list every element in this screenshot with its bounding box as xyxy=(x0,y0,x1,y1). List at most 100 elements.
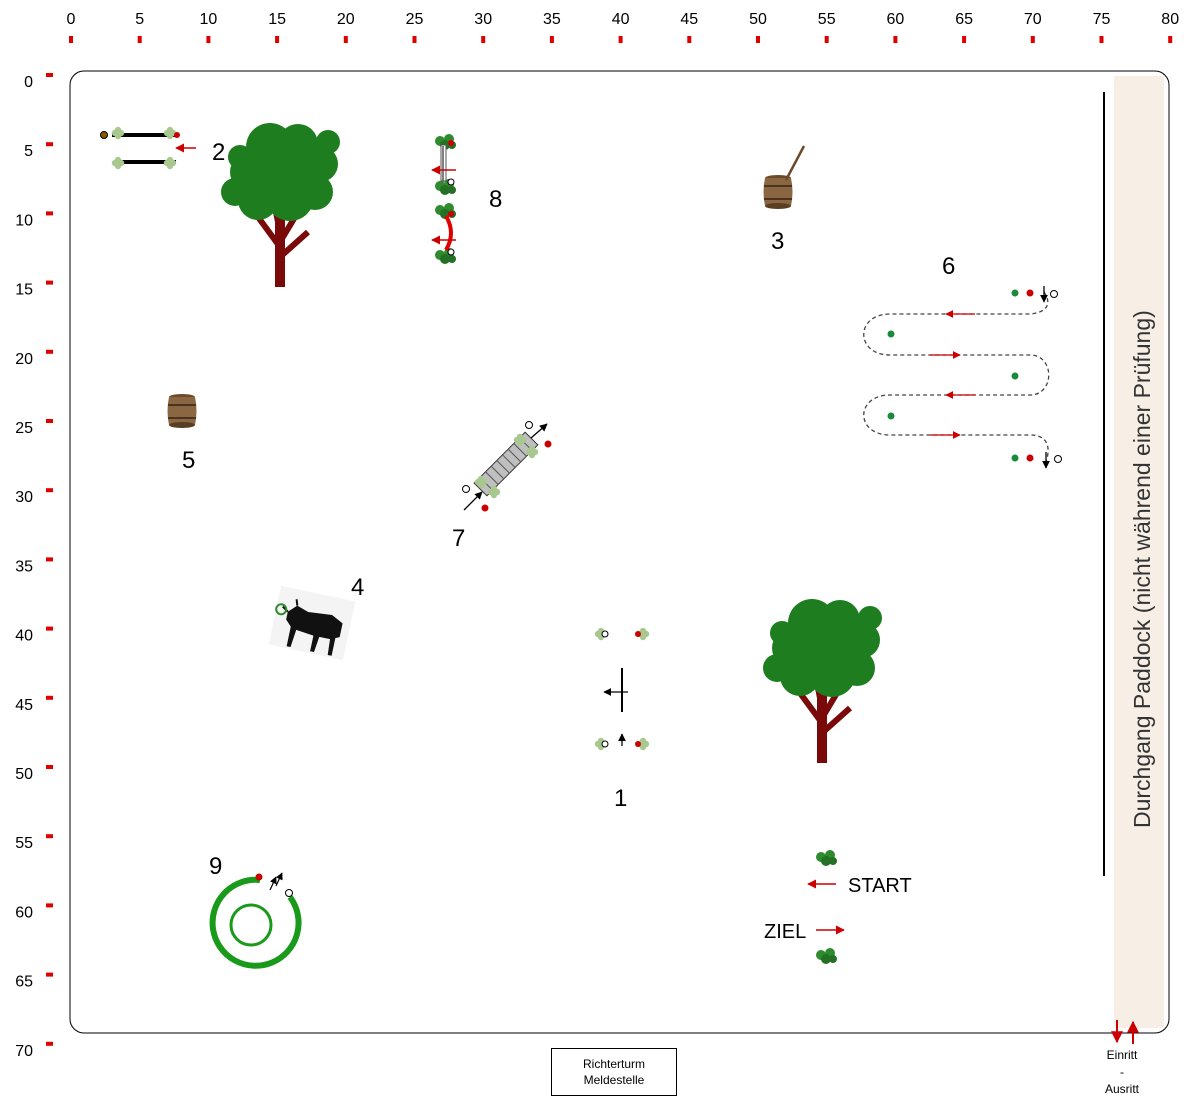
obstacle-number: 8 xyxy=(489,186,502,213)
x-tick-label: 70 xyxy=(1024,11,1042,28)
obstacle-number: 2 xyxy=(212,139,225,166)
x-tick-mark xyxy=(481,36,485,43)
barrel-icon xyxy=(168,394,197,428)
x-tick-mark xyxy=(619,36,623,43)
y-tick-mark xyxy=(46,973,53,977)
x-tick-mark xyxy=(69,36,73,43)
x-tick-label: 80 xyxy=(1161,11,1179,28)
y-tick-mark xyxy=(46,488,53,492)
x-tick-label: 55 xyxy=(818,11,836,28)
y-tick-label: 40 xyxy=(15,628,33,645)
y-tick-label: 70 xyxy=(15,1043,33,1060)
entrance-line3: Ausritt xyxy=(1090,1081,1154,1098)
x-tick-mark xyxy=(206,36,210,43)
y-tick-mark xyxy=(46,350,53,354)
x-tick-mark xyxy=(893,36,897,43)
y-tick-label: 15 xyxy=(15,282,33,299)
arena-border xyxy=(70,71,1169,1033)
obstacle-number: 3 xyxy=(771,228,784,255)
y-tick-mark xyxy=(46,627,53,631)
x-tick-label: 25 xyxy=(406,11,424,28)
y-tick-mark xyxy=(46,557,53,561)
judge-box-line2: Meldestelle xyxy=(584,1072,645,1088)
bush-icon xyxy=(816,850,837,866)
obstacle-number: 7 xyxy=(452,525,465,552)
obstacle-number: 5 xyxy=(182,447,195,474)
entrance-line1: Einritt xyxy=(1090,1047,1154,1064)
y-tick-label: 50 xyxy=(15,766,33,783)
x-tick-label: 30 xyxy=(474,11,492,28)
y-tick-mark xyxy=(46,211,53,215)
x-tick-label: 50 xyxy=(749,11,767,28)
x-tick-mark xyxy=(413,36,417,43)
x-tick-label: 40 xyxy=(612,11,630,28)
y-tick-mark xyxy=(46,834,53,838)
bull-icon xyxy=(269,586,356,660)
y-tick-label: 30 xyxy=(15,489,33,506)
finish-label: ZIEL xyxy=(764,921,806,943)
paddock-label: Durchgang Paddock (nicht während einer P… xyxy=(1129,310,1155,828)
obstacle-number: 6 xyxy=(942,253,955,280)
obstacle-3-barrel xyxy=(764,146,805,209)
tree-icon xyxy=(221,123,340,287)
bush-icon xyxy=(816,948,837,964)
y-tick-mark xyxy=(46,419,53,423)
judge-box-line1: Richterturm xyxy=(583,1056,645,1072)
y-tick-label: 20 xyxy=(15,351,33,368)
x-tick-mark xyxy=(1168,36,1172,43)
y-tick-mark xyxy=(46,281,53,285)
obstacle-2-poles xyxy=(101,127,197,169)
x-tick-label: 45 xyxy=(680,11,698,28)
obstacle-9-circle xyxy=(213,873,299,966)
y-tick-mark xyxy=(46,903,53,907)
y-tick-mark xyxy=(46,73,53,77)
entrance-line2: - xyxy=(1090,1064,1154,1081)
obstacle-number: 9 xyxy=(209,853,222,880)
obstacle-6-slalom xyxy=(864,286,1062,468)
x-tick-mark xyxy=(550,36,554,43)
x-tick-label: 15 xyxy=(268,11,286,28)
x-tick-label: 10 xyxy=(200,11,218,28)
x-tick-label: 60 xyxy=(887,11,905,28)
x-axis: 0 5 10 15 20 25 30 35 40 45 50 55 60 65 70 75 80 xyxy=(67,11,1180,43)
x-tick-label: 35 xyxy=(543,11,561,28)
tree-icon xyxy=(763,599,882,763)
obstacle-1-gate xyxy=(595,628,649,750)
x-tick-mark xyxy=(756,36,760,43)
y-tick-label: 25 xyxy=(15,420,33,437)
y-tick-mark xyxy=(46,696,53,700)
y-axis: 0 5 10 15 20 25 30 35 40 45 50 55 60 65 70 xyxy=(15,73,53,1060)
start-label: START xyxy=(848,875,912,897)
y-tick-label: 0 xyxy=(24,74,33,91)
x-tick-label: 20 xyxy=(337,11,355,28)
entrance-caption: Einritt - Ausritt xyxy=(1090,1047,1154,1098)
obstacle-number: 1 xyxy=(614,785,627,812)
y-tick-mark xyxy=(46,142,53,146)
y-tick-mark xyxy=(46,1042,53,1046)
y-tick-label: 45 xyxy=(15,697,33,714)
y-tick-label: 10 xyxy=(15,212,33,229)
obstacle-number: 4 xyxy=(351,574,364,601)
x-tick-mark xyxy=(1031,36,1035,43)
x-tick-mark xyxy=(275,36,279,43)
x-tick-mark xyxy=(687,36,691,43)
y-tick-mark xyxy=(46,765,53,769)
obstacle-8-gate xyxy=(432,134,456,264)
y-tick-label: 60 xyxy=(15,904,33,921)
y-tick-label: 5 xyxy=(24,143,33,160)
x-tick-mark xyxy=(138,36,142,43)
x-tick-mark xyxy=(962,36,966,43)
x-tick-mark xyxy=(825,36,829,43)
judge-tower-box: Richterturm Meldestelle xyxy=(551,1048,677,1096)
y-tick-label: 65 xyxy=(15,974,33,991)
x-tick-mark xyxy=(1100,36,1104,43)
x-tick-label: 65 xyxy=(955,11,973,28)
y-tick-label: 35 xyxy=(15,558,33,575)
x-tick-label: 0 xyxy=(67,11,76,28)
obstacle-7-bridge xyxy=(463,422,552,512)
y-tick-label: 55 xyxy=(15,835,33,852)
x-tick-mark xyxy=(344,36,348,43)
x-tick-label: 75 xyxy=(1093,11,1111,28)
x-tick-label: 5 xyxy=(135,11,144,28)
